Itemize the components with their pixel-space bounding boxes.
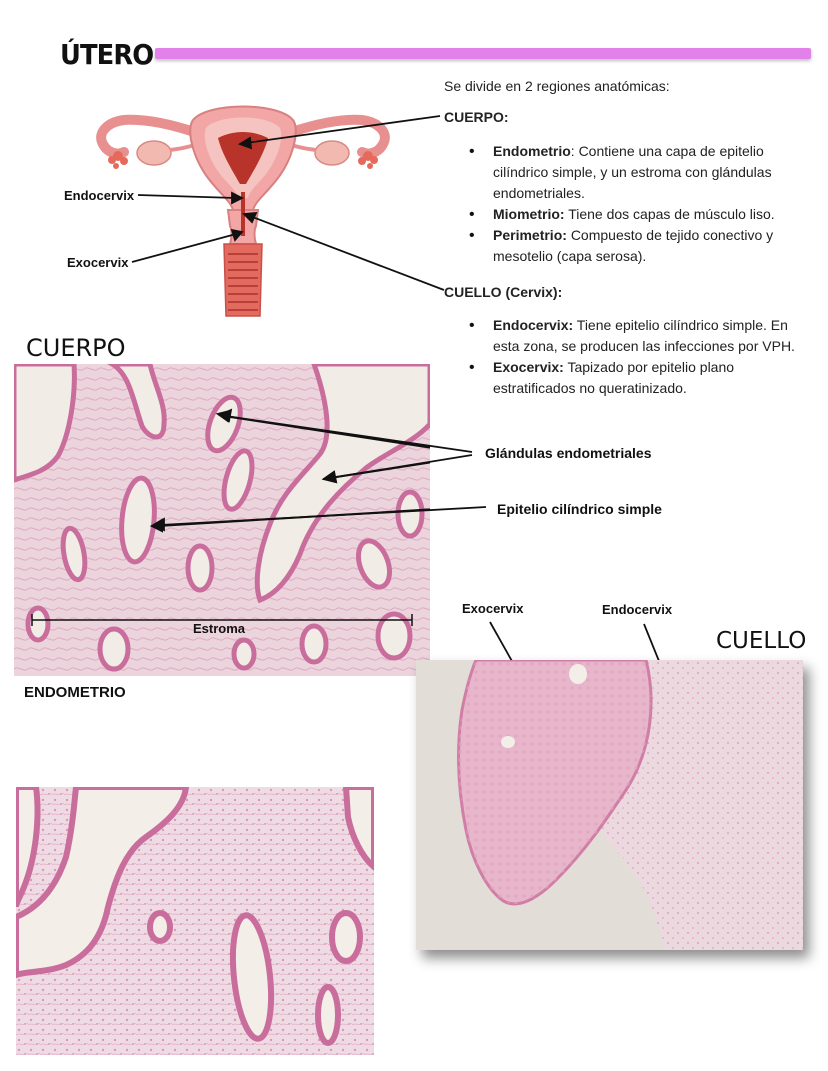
diagram-label-exocervix: Exocervix — [67, 255, 129, 270]
cuello-label: CUELLO — [716, 628, 807, 654]
page-title: ÚTERO — [60, 38, 154, 71]
list-item: Endometrio: Contiene una capa de epiteli… — [445, 141, 807, 204]
cuello-list: Endocervix: Tiene epitelio cilíndrico si… — [445, 315, 807, 399]
cuello-heading: CUELLO (Cervix): — [444, 284, 563, 300]
title-accent-bar — [155, 48, 811, 59]
list-item: Endocervix: Tiene epitelio cilíndrico si… — [445, 315, 807, 357]
cuerpo-label: CUERPO — [26, 334, 126, 362]
cuello-micrograph — [416, 660, 803, 950]
list-item: Perimetrio: Compuesto de tejido conectiv… — [445, 225, 807, 267]
label-exocervix: Exocervix — [462, 601, 524, 616]
label-glandulas-endometriales: Glándulas endometriales — [485, 445, 652, 461]
label-estroma: Estroma — [193, 621, 246, 636]
label-endocervix: Endocervix — [602, 602, 673, 617]
label-epitelio-cilindrico: Epitelio cilíndrico simple — [497, 501, 662, 517]
list-item: Miometrio: Tiene dos capas de músculo li… — [445, 204, 807, 225]
cuerpo-heading: CUERPO: — [444, 109, 509, 125]
cuerpo-list: Endometrio: Contiene una capa de epiteli… — [445, 141, 807, 267]
diagram-label-endocervix: Endocervix — [64, 188, 135, 203]
endometrio-label: ENDOMETRIO — [24, 684, 126, 701]
uterus-diagram — [88, 98, 398, 320]
endometrio-micrograph — [16, 787, 374, 1055]
intro-text: Se divide en 2 regiones anatómicas: — [444, 78, 670, 94]
list-item: Exocervix: Tapizado por epitelio plano e… — [445, 357, 807, 399]
